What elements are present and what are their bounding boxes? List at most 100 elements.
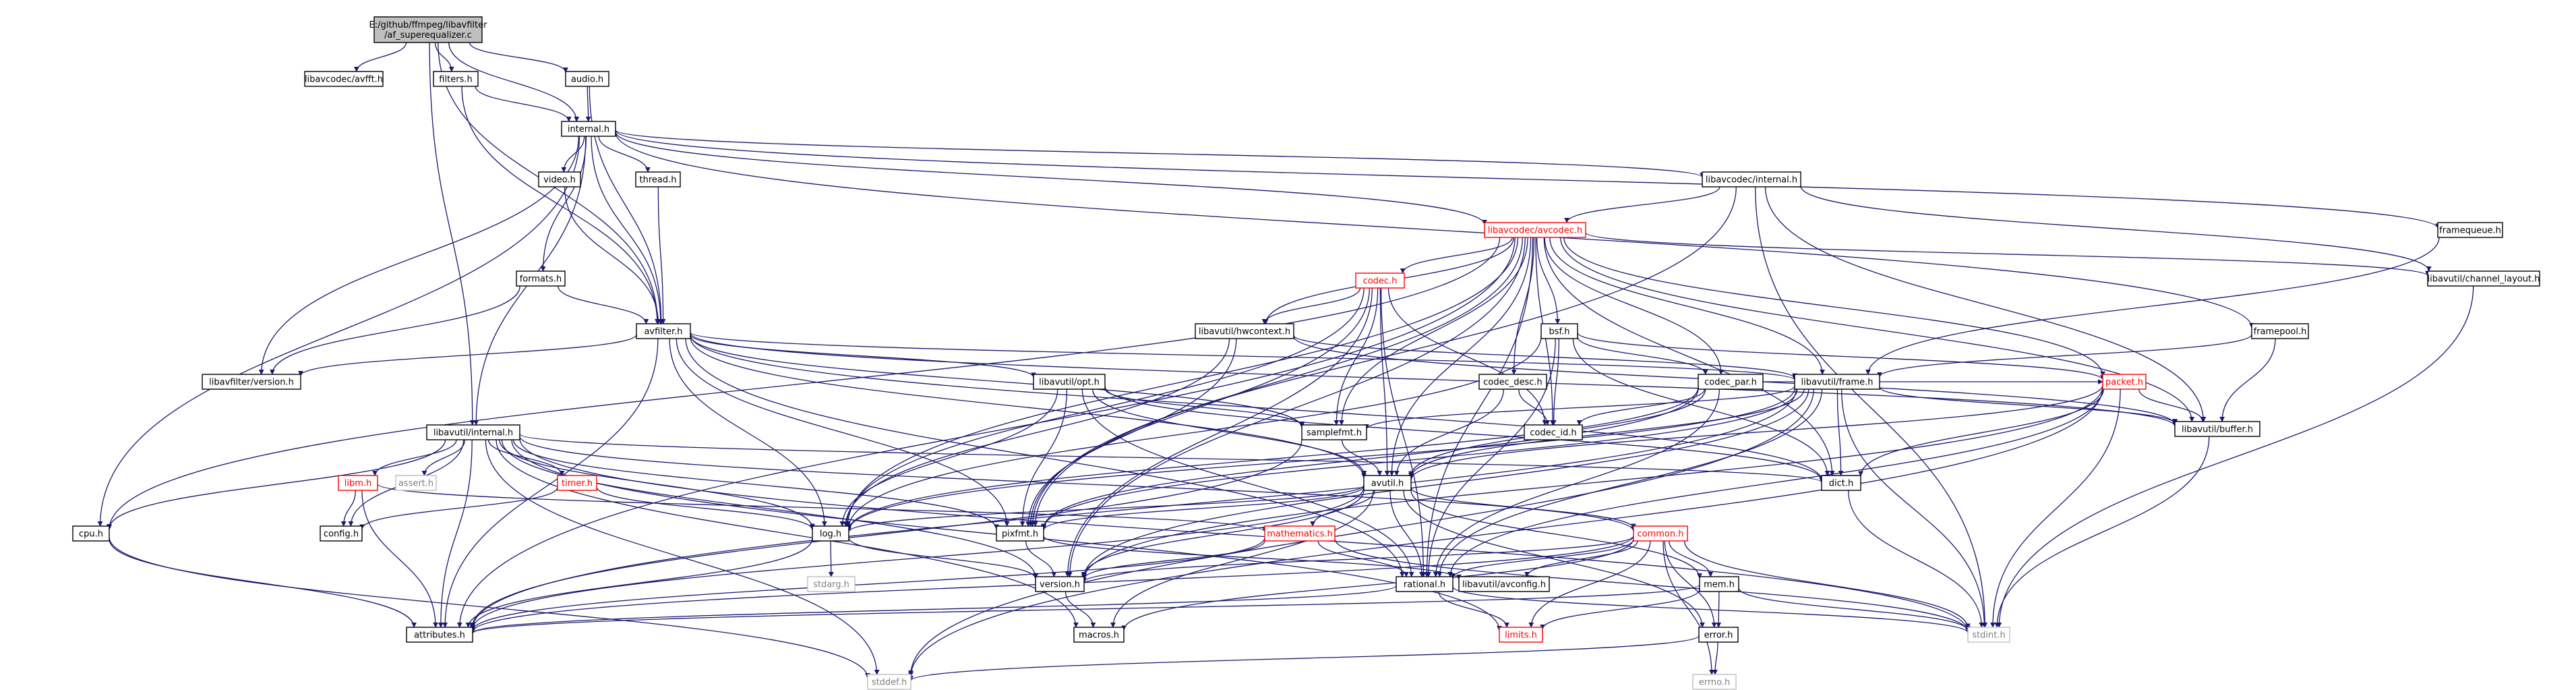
- node-box: [1821, 475, 1861, 491]
- node-codec-par[interactable]: codec_par.h: [1698, 374, 1764, 390]
- edge-packet-to-stddef: [908, 386, 2103, 678]
- node-packet[interactable]: packet.h: [2102, 374, 2147, 390]
- node-stdint[interactable]: stdint.h: [1967, 627, 2010, 643]
- node-box: [1396, 576, 1454, 592]
- edge-common-to-avconfig: [1524, 540, 1638, 577]
- node-pixfmt[interactable]: pixfmt.h: [996, 525, 1044, 542]
- node-audio[interactable]: audio.h: [565, 71, 609, 87]
- node-avfft[interactable]: libavcodec/avfft.h: [304, 71, 384, 87]
- edge-packet-to-dict: [1858, 389, 2104, 477]
- node-avcodec[interactable]: libavcodec/avcodec.h: [1484, 222, 1586, 238]
- node-framepool[interactable]: framepool.h: [2251, 323, 2309, 339]
- node-stddef[interactable]: stddef.h: [867, 674, 911, 690]
- node-label: libavcodec/avfft.h: [305, 75, 383, 85]
- edge-libm-to-config: [340, 490, 356, 527]
- node-codec[interactable]: codec.h: [1355, 272, 1405, 289]
- edge-internal-to-lavc_internal: [615, 130, 1705, 178]
- edge-root-to-lavu_internal: [429, 42, 475, 426]
- node-opt[interactable]: libavutil/opt.h: [1033, 374, 1106, 390]
- edge-avcodec-to-rational: [1424, 237, 1534, 577]
- edge-framequeue-to-frame: [1865, 237, 2440, 375]
- node-formats[interactable]: formats.h: [516, 270, 566, 287]
- node-libm[interactable]: libm.h: [338, 475, 378, 491]
- node-frame[interactable]: libavutil/frame.h: [1794, 374, 1880, 390]
- node-error[interactable]: error.h: [1698, 627, 1739, 643]
- edge-avfilter-to-pixfmt: [676, 338, 1010, 527]
- node-avconfig[interactable]: libavutil/avconfig.h: [1458, 576, 1550, 592]
- node-label: libavcodec/internal.h: [1706, 175, 1797, 185]
- edge-internal-to-avfilter: [591, 136, 663, 324]
- node-codec-desc[interactable]: codec_desc.h: [1478, 374, 1547, 390]
- node-channel-layout[interactable]: libavutil/channel_layout.h: [2427, 270, 2540, 287]
- node-config[interactable]: config.h: [320, 525, 363, 542]
- node-box: [557, 475, 597, 491]
- node-filters[interactable]: filters.h: [433, 71, 479, 87]
- node-log[interactable]: log.h: [812, 525, 849, 542]
- node-label: log.h: [820, 529, 841, 540]
- node-internal[interactable]: internal.h: [561, 121, 616, 137]
- node-thread[interactable]: thread.h: [635, 171, 681, 188]
- edge-bsf-to-log: [846, 336, 1542, 529]
- node-version[interactable]: version.h: [1035, 576, 1085, 592]
- node-box: [1692, 674, 1737, 690]
- edge-frame-to-rational: [1437, 389, 1823, 577]
- node-common[interactable]: common.h: [1633, 525, 1688, 542]
- node-hwcontext[interactable]: libavutil/hwcontext.h: [1195, 323, 1294, 339]
- node-box: [2251, 323, 2309, 339]
- node-label: dict.h: [1829, 479, 1853, 489]
- node-box: [1484, 222, 1586, 238]
- edge-internal-to-framequeue: [615, 130, 2440, 229]
- node-lavfi-version[interactable]: libavfilter/version.h: [202, 374, 301, 390]
- node-codec-id[interactable]: codec_id.h: [1524, 424, 1583, 440]
- edge-mem-to-limits: [1540, 589, 1700, 630]
- edge-codec_par-to-rational: [1433, 389, 1720, 577]
- node-stdarg[interactable]: stdarg.h: [807, 576, 856, 592]
- edge-bsf-to-dict: [1572, 338, 1830, 476]
- node-framequeue[interactable]: framequeue.h: [2437, 222, 2503, 238]
- node-box: [1363, 475, 1412, 491]
- node-video[interactable]: video.h: [538, 171, 581, 188]
- node-bsf[interactable]: bsf.h: [1540, 323, 1578, 339]
- node-avfilter[interactable]: avfilter.h: [636, 323, 691, 339]
- edge-mathematics-to-attributes: [470, 538, 1265, 632]
- node-avutil[interactable]: avutil.h: [1363, 475, 1412, 491]
- node-label: common.h: [1638, 529, 1684, 540]
- edge-error-to-errno: [1712, 641, 1718, 675]
- edge-log-to-attributes: [465, 538, 813, 628]
- node-dict[interactable]: dict.h: [1821, 475, 1861, 491]
- node-box: [812, 525, 849, 542]
- node-assert[interactable]: assert.h: [395, 475, 437, 491]
- edge-mathematics-to-stdint: [1334, 538, 1971, 633]
- edge-audio-to-internal: [585, 86, 591, 122]
- node-label: stddef.h: [872, 678, 907, 688]
- node-lavu-internal[interactable]: libavutil/internal.h: [426, 424, 520, 440]
- node-box: [1301, 424, 1367, 440]
- edge-timer-to-log: [596, 486, 815, 531]
- node-rational[interactable]: rational.h: [1396, 576, 1454, 592]
- node-label: /af_superequalizer.c: [384, 30, 472, 40]
- node-mathematics[interactable]: mathematics.h: [1264, 525, 1336, 542]
- node-label: audio.h: [571, 75, 603, 85]
- edge-codec_par-to-codec_id: [1576, 389, 1706, 426]
- node-label: video.h: [543, 175, 576, 185]
- edge-lavu_internal-to-libm: [372, 439, 457, 476]
- node-buffer[interactable]: libavutil/buffer.h: [2174, 421, 2260, 437]
- node-mem[interactable]: mem.h: [1699, 576, 1739, 592]
- edge-log-to-version: [848, 537, 1038, 579]
- node-attributes[interactable]: attributes.h: [406, 627, 473, 643]
- node-limits[interactable]: limits.h: [1499, 627, 1543, 643]
- node-label: codec.h: [1363, 277, 1398, 287]
- node-errno[interactable]: errno.h: [1692, 674, 1737, 690]
- node-root[interactable]: E:/github/ffmpeg/libavfilter/af_superequ…: [369, 16, 488, 43]
- edge-opt-to-avutil: [1091, 389, 1367, 476]
- edge-root-to-audio: [469, 42, 568, 73]
- edge-internal-to-thread: [598, 136, 651, 173]
- node-cpu[interactable]: cpu.h: [72, 525, 110, 542]
- node-lavc-internal[interactable]: libavcodec/internal.h: [1702, 171, 1801, 188]
- node-box: [202, 374, 301, 390]
- node-samplefmt[interactable]: samplefmt.h: [1301, 424, 1367, 440]
- node-timer[interactable]: timer.h: [557, 475, 597, 491]
- edge-avcodec-to-samplefmt: [1339, 237, 1528, 426]
- dependency-edges: [97, 42, 2474, 681]
- node-macros[interactable]: macros.h: [1073, 627, 1125, 643]
